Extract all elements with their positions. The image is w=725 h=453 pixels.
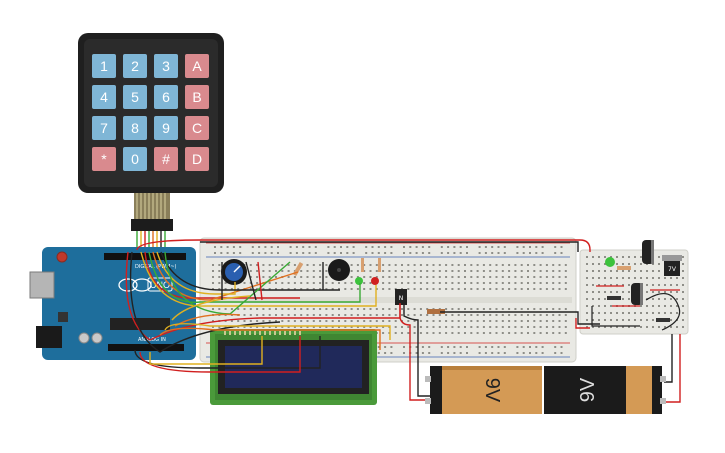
key-b[interactable]: B	[185, 85, 209, 109]
key-label: 0	[131, 151, 139, 167]
key-label: A	[192, 58, 202, 74]
regulator-label: 7V	[668, 266, 677, 273]
keypad-ribbon	[131, 193, 173, 231]
key-label: 7	[100, 120, 108, 136]
key-label: #	[162, 151, 170, 167]
key-label: C	[192, 120, 202, 136]
battery-1: 9V	[425, 366, 542, 414]
digital-label: DIGITAL (PWM~)	[135, 264, 177, 270]
key-6[interactable]: 6	[154, 85, 178, 109]
transistor: N	[395, 289, 407, 305]
diode	[607, 296, 621, 300]
key-5[interactable]: 5	[123, 85, 147, 109]
key-a[interactable]: A	[185, 54, 209, 78]
analog-label: ANALOG IN	[138, 337, 166, 343]
buzzer	[328, 259, 350, 281]
battery-1-label: 9V	[481, 378, 503, 403]
power-jack	[36, 326, 62, 348]
key-c[interactable]: C	[185, 116, 209, 140]
key-2[interactable]: 2	[123, 54, 147, 78]
key-7[interactable]: 7	[92, 116, 116, 140]
red-led-1	[355, 277, 363, 285]
key-label: 9	[162, 120, 170, 136]
lcd-display	[210, 329, 377, 405]
atmega-chip	[110, 318, 170, 330]
key-label: 1	[100, 58, 108, 74]
key-label: 8	[131, 120, 139, 136]
key-9[interactable]: 9	[154, 116, 178, 140]
key-label: 2	[131, 58, 139, 74]
mini-breadboard: 7V	[579, 240, 689, 335]
arduino-uno: DIGITAL (PWM~) ANALOG IN UNO	[29, 247, 196, 360]
battery-2: 9V	[544, 366, 666, 414]
potentiometer[interactable]	[221, 259, 247, 285]
key-star[interactable]: *	[92, 147, 116, 171]
key-d[interactable]: D	[185, 147, 209, 171]
red-led-2	[371, 277, 379, 285]
battery-2-label: 9V	[577, 377, 599, 402]
key-label: *	[101, 151, 107, 167]
voltage-regulator	[664, 260, 680, 276]
key-label: D	[192, 151, 202, 167]
key-1[interactable]: 1	[92, 54, 116, 78]
green-led	[605, 257, 615, 267]
key-8[interactable]: 8	[123, 116, 147, 140]
key-label: 4	[100, 89, 108, 105]
arduino-board	[42, 247, 196, 360]
resistor-mini	[617, 266, 631, 270]
reset-button[interactable]	[56, 251, 68, 263]
key-label: 3	[162, 58, 170, 74]
key-hash[interactable]: #	[154, 147, 178, 171]
arduino-logo: UNO	[118, 277, 173, 292]
transistor-label: N	[399, 295, 404, 302]
key-label: B	[192, 89, 201, 105]
key-0[interactable]: 0	[123, 147, 147, 171]
lcd-screen	[225, 346, 362, 388]
key-label: 5	[131, 89, 139, 105]
diode-2	[656, 318, 670, 322]
keypad: 1 2 3 A 4 5 6 B 7 8 9 C * 0 # D	[78, 33, 224, 252]
key-4[interactable]: 4	[92, 85, 116, 109]
key-3[interactable]: 3	[154, 54, 178, 78]
key-label: 6	[162, 89, 170, 105]
arduino-brand: UNO	[150, 280, 170, 290]
usb-port	[29, 271, 55, 299]
wires	[125, 239, 681, 403]
keypad-keys: 1 2 3 A 4 5 6 B 7 8 9 C * 0 # D	[92, 54, 209, 171]
